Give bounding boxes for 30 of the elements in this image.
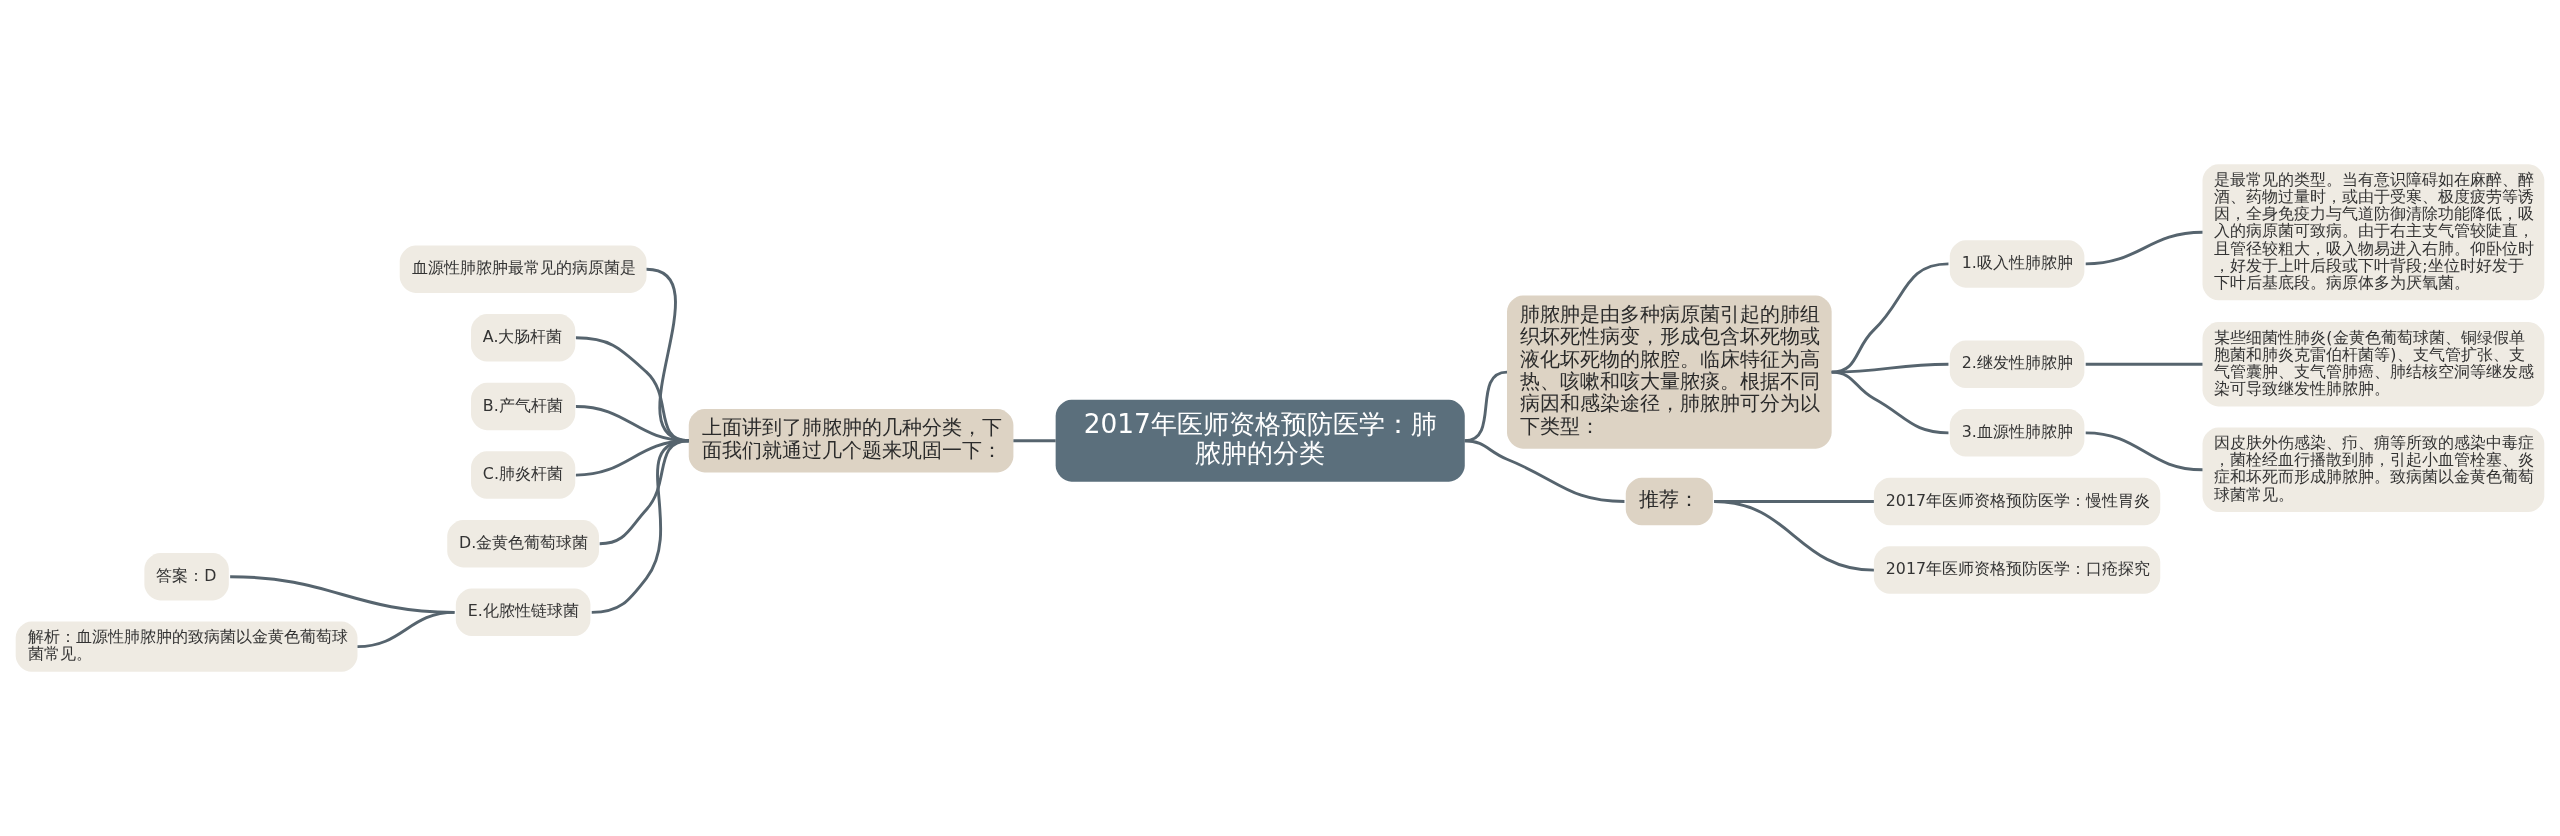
node-box: 某些细菌性肺炎(金黄色葡萄球菌、铜绿假单胞菌和肺炎克雷伯杆菌等)、支气管扩张、支气管囊肿、支气管肺癌、肺结核空洞等继发感染可导致继发性肺脓肿。	[2202, 322, 2545, 407]
node-box: 血源性肺脓肿最常见的病原菌是	[399, 245, 647, 293]
node-box: C.肺炎杆菌	[471, 451, 576, 499]
node-box: 2.继发性肺脓肿	[1949, 340, 2085, 388]
connector	[1831, 370, 1949, 435]
node-box: B.产气杆菌	[471, 382, 576, 431]
node-box: D.金黄色葡萄球菌	[447, 519, 599, 568]
node-box: 答案：D	[144, 552, 229, 601]
node-box: A.大肠杆菌	[471, 314, 576, 362]
connector	[2085, 362, 2203, 366]
node-box: 推荐：	[1625, 477, 1713, 526]
node-box: 肺脓肿是由多种病原菌引起的肺组织坏死性病变，形成包含坏死物或液化坏死物的脓腔。临床特征为高热、咳嗽和咳大量脓痰。根据不同病因和感染途径，肺脓肿可分为以下类型：	[1507, 295, 1832, 449]
node-box: 解析：血源性肺脓肿的致病菌以金黄色葡萄球菌常见。	[15, 621, 358, 672]
connector	[1714, 500, 1874, 572]
node-box: 因皮肤外伤感染、疖、痈等所致的感染中毒症，菌栓经血行播散到肺，引起小血管栓塞、炎症和坏死而形成肺脓肿。致病菌以金黄色葡萄球菌常见。	[2202, 427, 2545, 513]
connector	[2085, 230, 2203, 266]
node-box: 是最常见的类型。当有意识障碍如在麻醉、醉酒、药物过量时，或由于受寒、极度疲劳等诱因，全身免疫力与气道防御清除功能降低，吸入的病原菌可致病。由于右主支气管较陡直，且管径较粗大，吸入物易进入右肺。仰卧位时，好发于上叶后段或下叶背段;坐位时好发于下叶后基底段。病原体多为厌氧菌。	[2202, 164, 2545, 301]
node-box: E.化脓性链球菌	[455, 588, 591, 637]
node-box: 2017年医师资格预防医学：口疮探究	[1873, 546, 2161, 594]
node-box: 2017年医师资格预防医学：慢性胃炎	[1873, 477, 2161, 526]
node-box: 1.吸入性肺脓肿	[1949, 240, 2085, 288]
connector	[591, 439, 689, 614]
connector	[1831, 262, 1949, 374]
node-box: 2017年医师资格预防医学：肺脓肿的分类	[1055, 399, 1465, 482]
connector	[2085, 431, 2203, 472]
connector	[1013, 439, 1056, 443]
node-box: 3.血源性肺脓肿	[1949, 409, 2085, 457]
connector	[357, 610, 455, 649]
connector	[1464, 439, 1625, 503]
node-box: 上面讲到了肺脓肿的几种分类，下面我们就通过几个题来巩固一下：	[688, 409, 1014, 473]
